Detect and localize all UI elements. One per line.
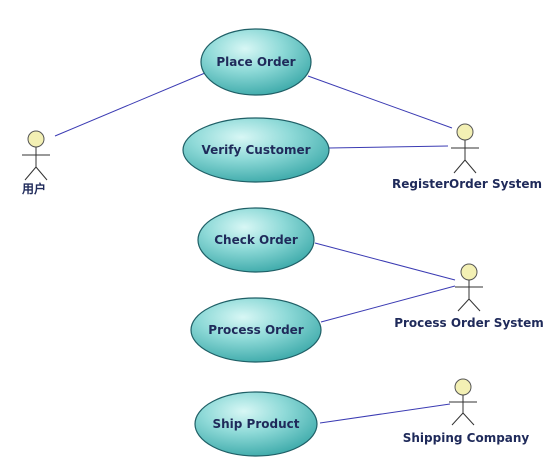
use-case-label: Ship Product bbox=[212, 417, 299, 431]
stick-figure-icon bbox=[455, 280, 483, 312]
actor-label: 用户 bbox=[21, 181, 46, 196]
use-case-oval bbox=[182, 117, 330, 183]
actor-head-icon bbox=[454, 378, 472, 396]
actor-head-icon bbox=[460, 263, 478, 281]
use-case-label: Check Order bbox=[214, 233, 298, 247]
actor-user[interactable]: 用户 bbox=[21, 130, 50, 196]
actor-label: Shipping Company bbox=[403, 431, 530, 445]
actor-shipping-company[interactable]: Shipping Company bbox=[403, 378, 530, 445]
stick-figure-icon bbox=[449, 395, 477, 426]
use-case-place-order[interactable]: Place Order bbox=[200, 28, 312, 96]
associations bbox=[54, 72, 456, 424]
use-case-label: Process Order bbox=[208, 323, 304, 337]
use-case-oval bbox=[200, 28, 312, 96]
association-process-system-process-order bbox=[320, 285, 456, 323]
stick-figure-icon bbox=[22, 147, 50, 181]
use-case-ship-product[interactable]: Ship Product bbox=[194, 391, 318, 457]
actor-label: RegisterOrder System bbox=[392, 177, 542, 191]
stick-figure-icon bbox=[451, 140, 479, 174]
use-case-oval bbox=[197, 207, 315, 273]
actor-head-icon bbox=[27, 130, 45, 148]
use-case-oval bbox=[194, 391, 318, 457]
actor-process-order-system[interactable]: Process Order System bbox=[394, 263, 544, 330]
association-shipping-ship-product bbox=[319, 403, 451, 424]
use-case-process-order[interactable]: Process Order bbox=[190, 297, 322, 363]
actor-register-order-system[interactable]: RegisterOrder System bbox=[392, 123, 542, 191]
association-user-place-order bbox=[54, 72, 206, 137]
use-case-check-order[interactable]: Check Order bbox=[197, 207, 315, 273]
association-register-verify-customer bbox=[328, 145, 449, 149]
association-register-place-order bbox=[307, 75, 453, 129]
use-case-oval bbox=[190, 297, 322, 363]
association-process-system-check-order bbox=[314, 242, 456, 281]
actor-head-icon bbox=[456, 123, 474, 141]
use-case-label: Verify Customer bbox=[201, 143, 310, 157]
use-case-verify-customer[interactable]: Verify Customer bbox=[182, 117, 330, 183]
actor-label: Process Order System bbox=[394, 316, 544, 330]
use-case-label: Place Order bbox=[216, 55, 295, 69]
